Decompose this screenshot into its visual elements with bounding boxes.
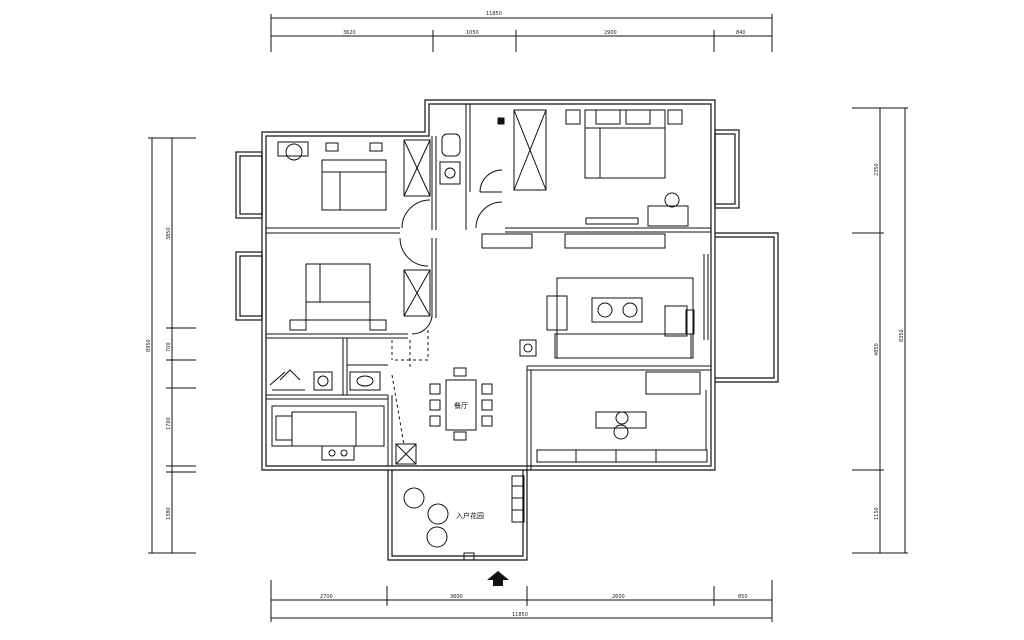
left-dim-1: 3850 — [166, 227, 172, 240]
bottom-dim-1: 2700 — [320, 594, 333, 600]
top-overall-dim: 11850 — [486, 11, 502, 17]
door-swing — [479, 169, 503, 193]
living-room — [481, 233, 695, 359]
top-dimension-line — [270, 14, 773, 52]
pillow-icon — [595, 109, 621, 125]
top-dim-2: 1050 — [466, 30, 479, 36]
garden-stone — [427, 503, 449, 525]
right-dim-3: 1150 — [874, 507, 880, 520]
right-dim-1: 2350 — [874, 163, 880, 176]
wardrobe-1 — [403, 139, 431, 197]
entry-garden-label: 入户花园 — [456, 511, 484, 520]
chair-icon — [613, 424, 629, 440]
nightstand-icon — [667, 109, 683, 125]
dining-chair — [429, 415, 441, 427]
dining-chair — [481, 399, 493, 411]
nightstand-icon — [565, 109, 581, 125]
pillow-icon — [325, 142, 339, 152]
kitchen — [269, 369, 417, 465]
bed-2 — [305, 263, 371, 321]
bed-1 — [321, 159, 387, 211]
bottom-dim-4: 850 — [738, 594, 748, 600]
right-dim-2: 4850 — [874, 343, 880, 356]
toilet-icon — [441, 133, 461, 157]
armchair — [664, 305, 688, 337]
door-swing — [475, 201, 503, 229]
coffee-table — [591, 297, 643, 323]
master-bed — [584, 109, 666, 179]
wardrobe-3 — [513, 109, 547, 191]
top-dim-3: 2900 — [604, 30, 617, 36]
bedroom-1 — [277, 139, 431, 229]
left-dim-2: 700 — [166, 342, 172, 352]
pillow-icon — [369, 319, 387, 331]
sofa-bed — [645, 371, 701, 395]
dining-label: 餐厅 — [454, 401, 468, 410]
study — [536, 254, 709, 463]
right-overall-dim: 8350 — [899, 329, 905, 342]
dining-chair — [429, 399, 441, 411]
wardrobe-2 — [403, 269, 431, 317]
sink-icon — [275, 415, 293, 441]
left-overall-dim: 8950 — [146, 339, 152, 352]
master-bedroom — [565, 109, 689, 227]
left-dim-4: 1380 — [166, 507, 172, 520]
bookshelf — [536, 449, 708, 463]
dining-area — [391, 330, 493, 446]
pillow-icon — [369, 142, 383, 152]
bathroom — [439, 109, 547, 229]
entry-garden — [403, 475, 525, 561]
left-dim-3: 1700 — [166, 417, 172, 430]
bottom-dim-2: 3600 — [450, 594, 463, 600]
exterior-walls — [235, 99, 779, 561]
vanity-desk — [647, 205, 689, 227]
door-swing — [399, 237, 429, 267]
washer-icon — [269, 369, 305, 391]
tv-cabinet — [585, 217, 639, 225]
study-desk — [595, 411, 647, 429]
fridge-icon — [395, 443, 417, 465]
pillow-icon — [289, 319, 307, 331]
interior-walls — [266, 104, 711, 470]
garden-stone — [403, 487, 425, 509]
bottom-dim-3: 2600 — [612, 594, 625, 600]
sink-icon — [439, 161, 461, 185]
left-dimension-line — [148, 137, 196, 554]
tv-cabinet-living — [564, 233, 666, 249]
rug — [556, 277, 694, 359]
desk-icon — [277, 141, 309, 157]
right-dimension-line — [852, 107, 908, 554]
door-swing — [411, 315, 433, 335]
pillow-icon — [625, 109, 651, 125]
door-swing — [401, 199, 431, 229]
entry-arrow-icon — [487, 571, 509, 586]
bottom-overall-dim: 11850 — [512, 612, 528, 618]
garden-stone — [426, 526, 448, 548]
armchair — [546, 295, 568, 331]
bottom-dimension-line — [270, 580, 773, 622]
top-dim-4: 840 — [736, 30, 746, 36]
top-dim-1: 3620 — [343, 30, 356, 36]
dimension-labels: 11850 3620 1050 2900 840 2700 3600 2600 … — [146, 11, 905, 618]
dining-chair — [481, 415, 493, 427]
bedroom-2 — [289, 237, 433, 335]
dining-table — [445, 379, 477, 431]
dining-chair — [429, 383, 441, 395]
shower-icon — [497, 117, 505, 125]
chair-icon — [664, 192, 680, 208]
stove-icon — [321, 445, 355, 461]
chair-icon — [285, 143, 303, 161]
sofa — [554, 333, 692, 359]
dining-chair — [481, 383, 493, 395]
